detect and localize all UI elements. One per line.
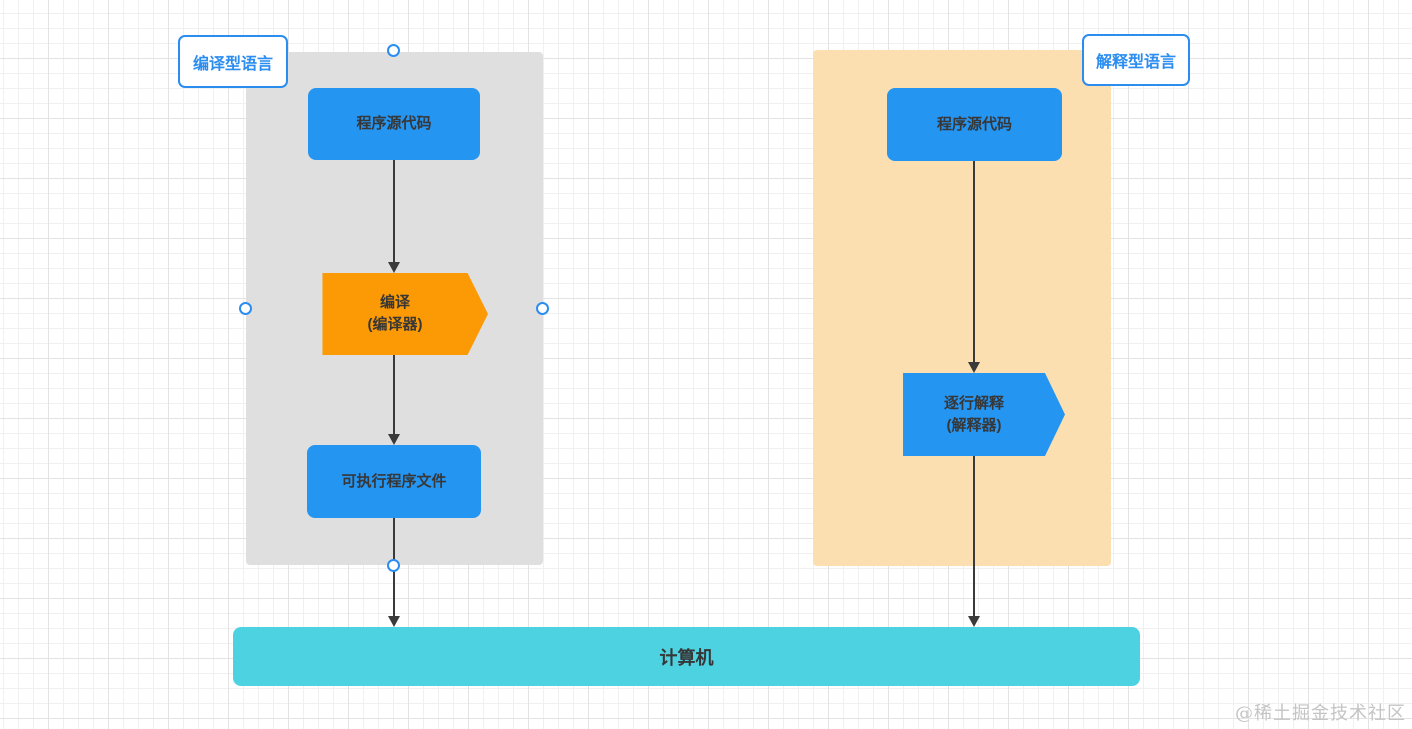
arrow-head-icon [968,616,980,627]
interpreter-process-node[interactable]: 逐行解释 (解释器) [903,373,1065,456]
selection-handle-top[interactable] [387,44,400,57]
arrow-connector-executable-to-computer[interactable] [388,518,400,627]
node-text-line1: 编译 [379,294,410,311]
node-text: 可执行程序文件 [341,472,447,490]
juejin-watermark: @稀土掘金技术社区 [1235,703,1406,724]
node-text-line1: 逐行解释 [943,394,1004,412]
node-text-line2: (解释器) [946,416,1002,434]
arrow-connector-source-to-compiler[interactable] [388,160,400,273]
node-text: 程序源代码 [936,115,1012,133]
node-text: 计算机 [659,647,714,668]
compiled-language-label[interactable]: 编译型语言 [178,35,288,88]
compiled-source-code-node[interactable]: 程序源代码 [308,88,480,160]
computer-bar-node[interactable]: 计算机 [233,627,1140,686]
interpreted-language-label[interactable]: 解释型语言 [1082,34,1190,86]
arrow-line [393,160,395,264]
arrow-head-icon [968,362,980,373]
selection-handle-bottom[interactable] [387,559,400,572]
compiler-process-node[interactable]: 编译 (编译器) [322,273,488,355]
compiled-language-label-text: 编译型语言 [192,55,273,73]
node-text-line2: (编译器) [367,316,423,333]
arrow-connector-interpreter-to-computer[interactable] [968,456,980,627]
arrow-line [973,161,975,364]
interpreted-source-code-node[interactable]: 程序源代码 [887,88,1062,161]
arrow-head-icon [388,434,400,445]
arrow-line [393,355,395,436]
arrow-head-icon [388,616,400,627]
interpreted-language-label-text: 解释型语言 [1095,54,1176,71]
arrow-head-icon [388,262,400,273]
arrow-connector-compiler-to-executable[interactable] [388,355,400,445]
arrow-line [973,456,975,618]
selection-handle-right[interactable] [536,302,549,315]
arrow-connector-source-to-interpreter[interactable] [968,161,980,373]
executable-file-node[interactable]: 可执行程序文件 [307,445,481,518]
selection-handle-left[interactable] [239,302,252,315]
node-text: 程序源代码 [356,115,432,132]
